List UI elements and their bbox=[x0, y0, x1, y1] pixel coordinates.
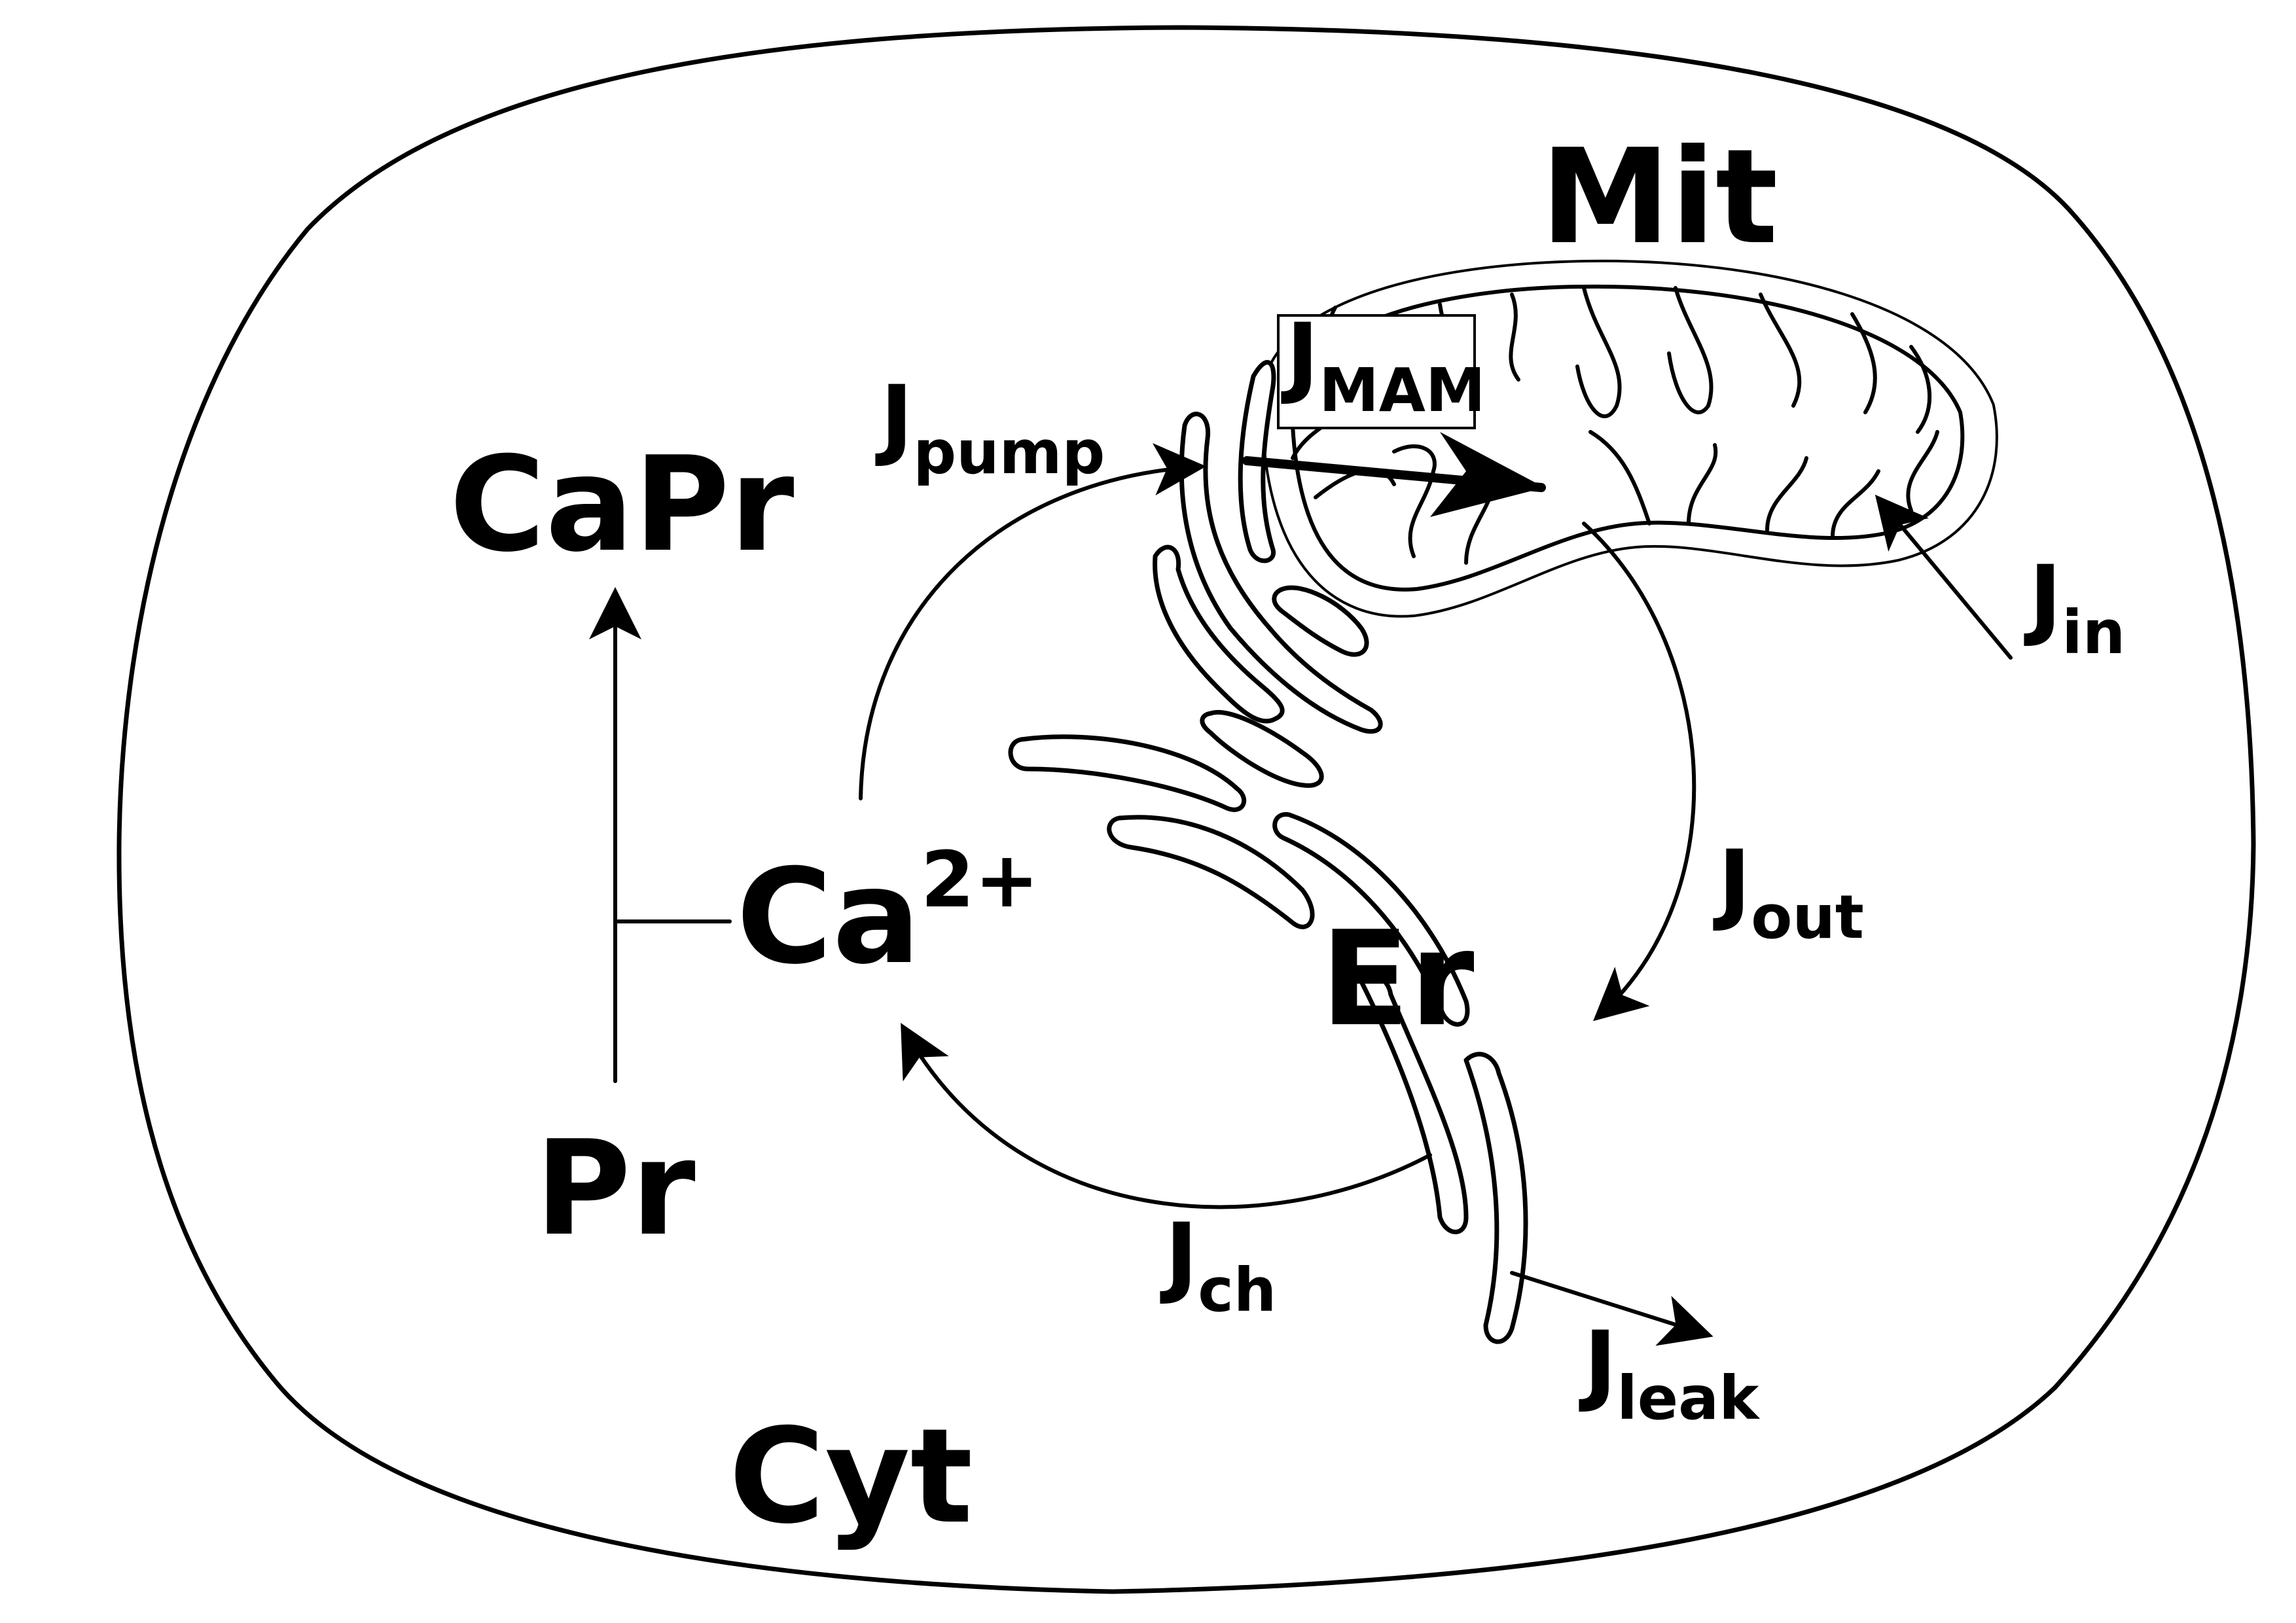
j-mam-arrowhead bbox=[1430, 432, 1545, 517]
j-in-label: Jin bbox=[2024, 546, 2125, 668]
er-cisterna-10 bbox=[1463, 1052, 1528, 1344]
er-cisterna-9 bbox=[1359, 972, 1469, 1234]
er-label: Er bbox=[1320, 903, 1475, 1056]
j-leak-arrow bbox=[1510, 1271, 1713, 1346]
j-ch-label: Jch bbox=[1160, 1204, 1276, 1325]
mitochondrion-label: Mit bbox=[1540, 121, 1778, 274]
j-pump-label: Jpump bbox=[875, 366, 1105, 488]
j-mam-box bbox=[1277, 314, 1476, 429]
j-pump-arrow bbox=[859, 443, 1206, 800]
j-leak-label: Jleak bbox=[1579, 1312, 1760, 1433]
j-in-arrow bbox=[1874, 494, 2013, 660]
calcium-label: Ca2+ bbox=[736, 834, 1039, 993]
j-out-label: Jout bbox=[1713, 831, 1864, 952]
j-mam-label: JMAM bbox=[1281, 304, 1486, 425]
cytosol-label: Cyt bbox=[729, 1400, 973, 1553]
er-cisterna-3 bbox=[1153, 544, 1285, 724]
cell-membrane bbox=[117, 25, 2256, 1594]
er-cisterna-5 bbox=[1200, 710, 1324, 788]
er-cisterna-6 bbox=[1008, 734, 1247, 812]
er-cisterna-7 bbox=[1107, 815, 1315, 929]
er-cisterna-4 bbox=[1272, 585, 1369, 657]
capr-label: CaPr bbox=[450, 429, 795, 581]
endoplasmic-reticulum bbox=[1008, 360, 1528, 1344]
pr-label: Pr bbox=[535, 1113, 696, 1265]
j-ch-arrow bbox=[901, 1022, 1432, 1209]
er-cisterna-8 bbox=[1272, 812, 1470, 1027]
j-out-arrow bbox=[1582, 522, 1696, 1022]
